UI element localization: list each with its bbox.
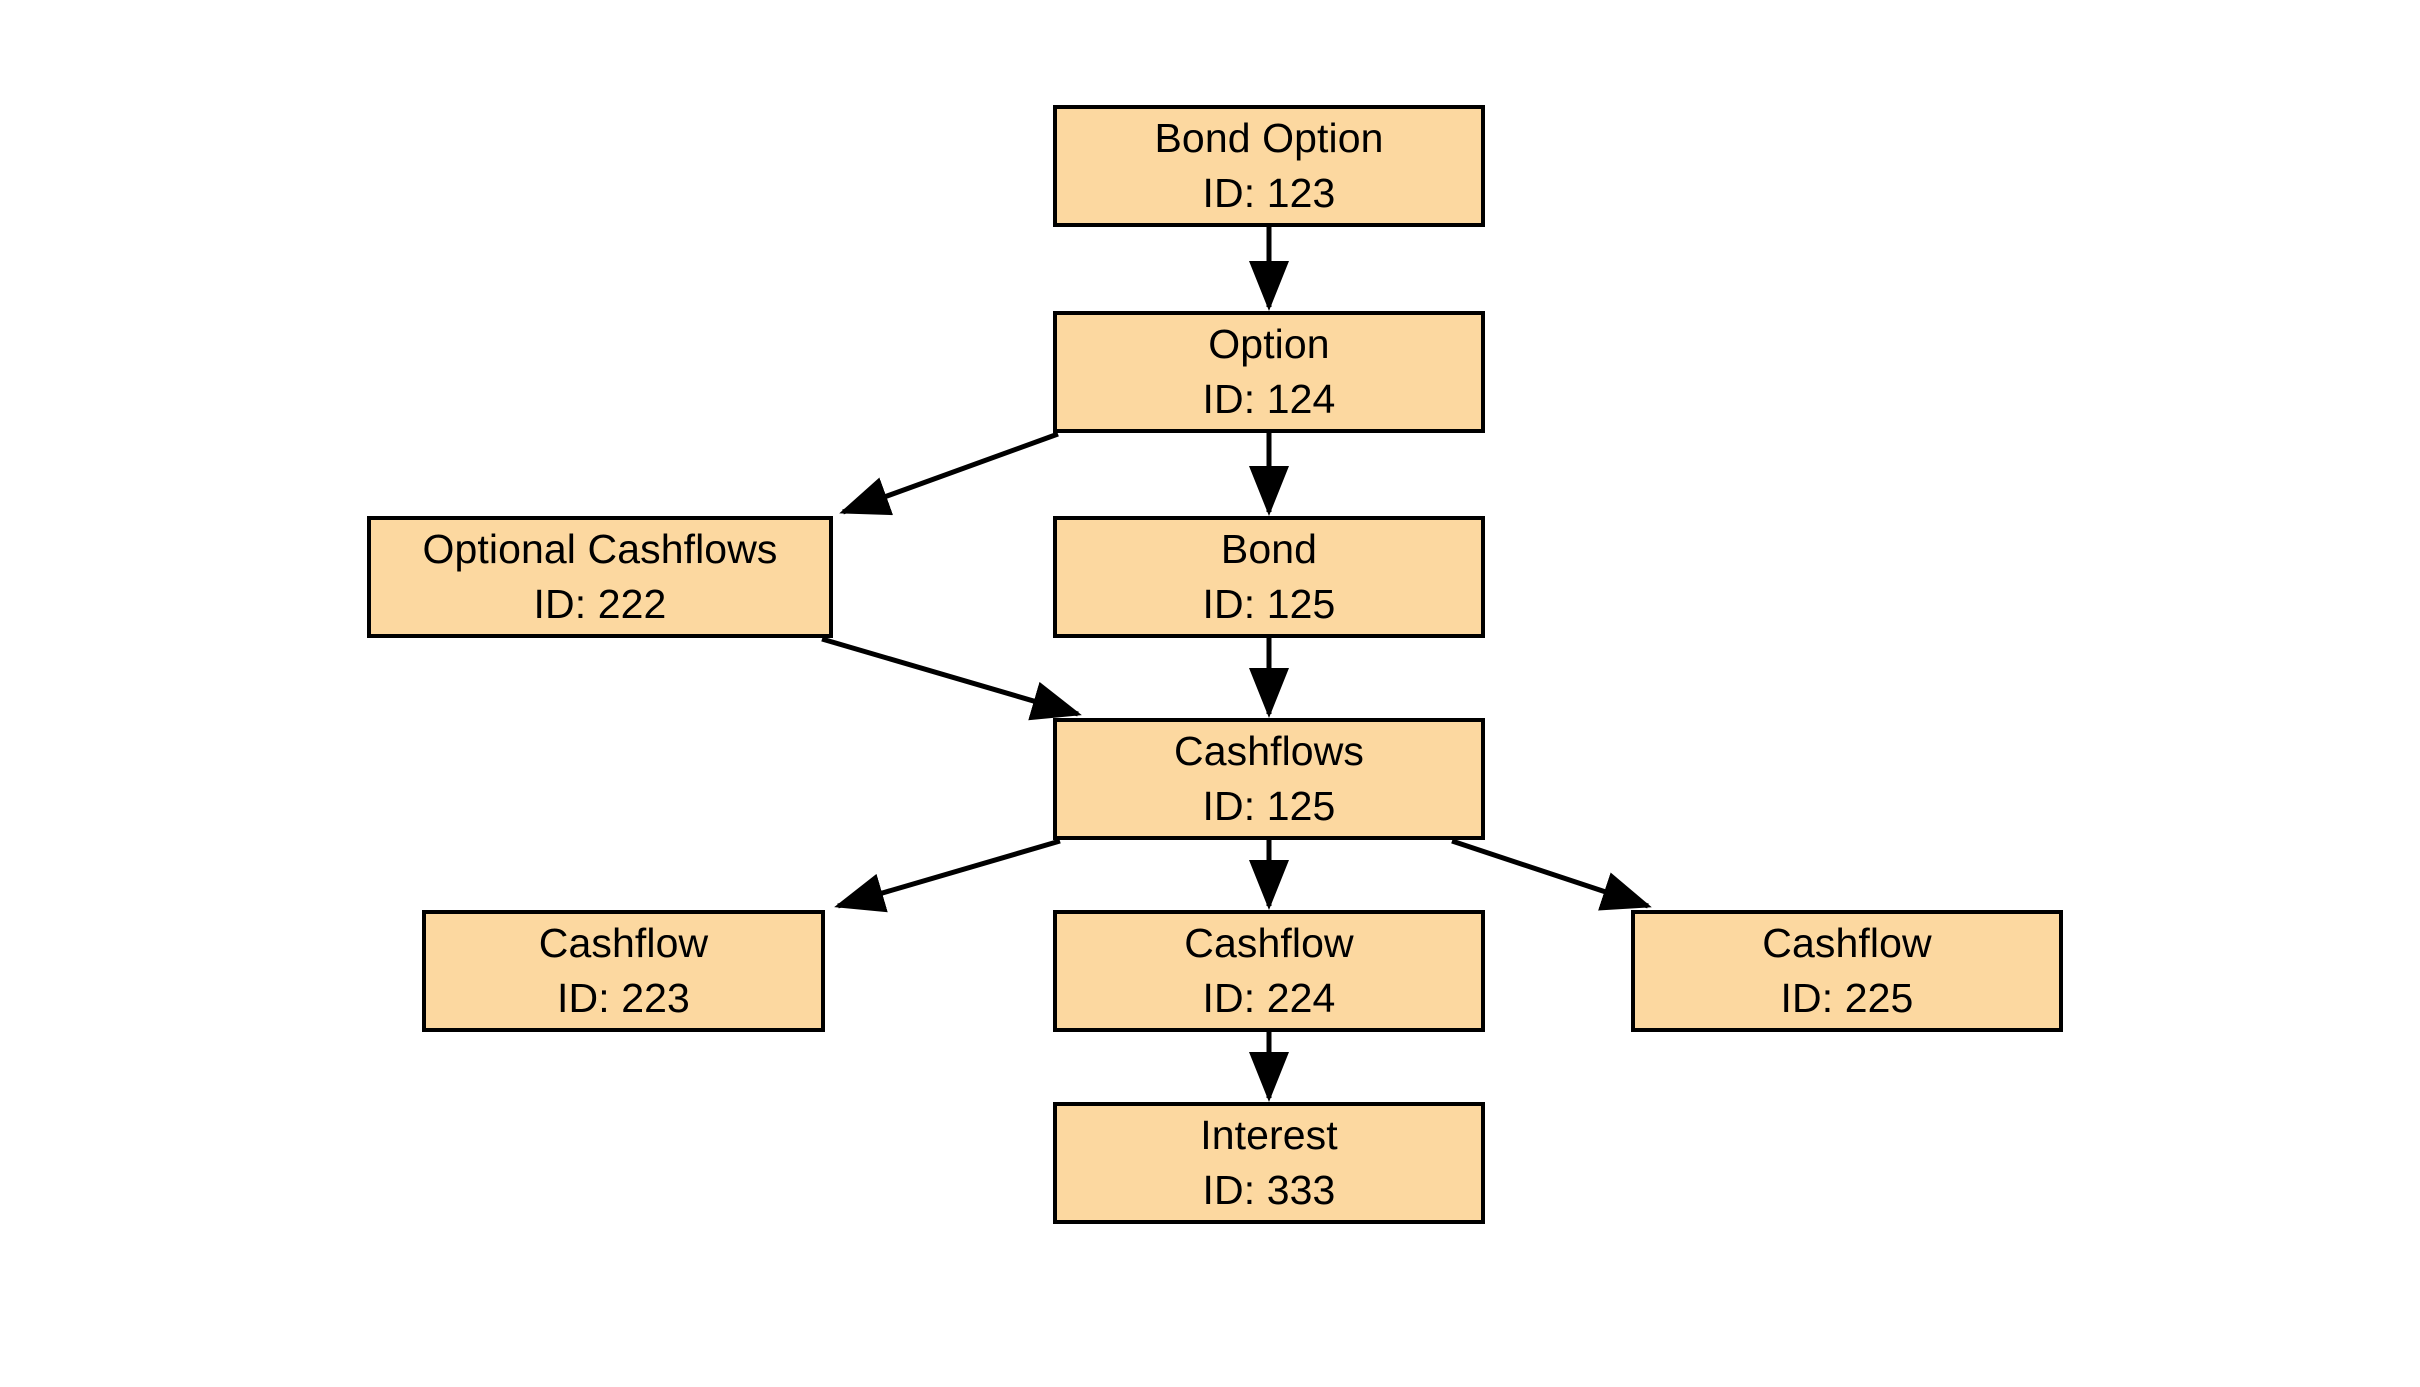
node-cashflow-223[interactable]: Cashflow ID: 223	[422, 910, 825, 1032]
edge-cashflows_125-to-cashflow_225	[1451, 838, 1652, 911]
node-id-label: ID: 125	[1202, 581, 1336, 627]
node-optional-cashflows-222[interactable]: Optional Cashflows ID: 222	[367, 516, 833, 638]
node-title: Interest	[1200, 1111, 1338, 1158]
edge-optional_cashflows_222-to-cashflows_125	[821, 636, 1082, 721]
edge-cashflows_125-to-cashflow_223	[834, 838, 1061, 913]
node-title: Optional Cashflows	[422, 525, 778, 572]
edge-option_124-to-optional_cashflows_222	[839, 431, 1059, 516]
node-title: Bond	[1220, 525, 1318, 572]
node-title: Cashflows	[1173, 727, 1365, 774]
node-option-124[interactable]: Option ID: 124	[1053, 311, 1485, 433]
node-bond-125[interactable]: Bond ID: 125	[1053, 516, 1485, 638]
node-cashflow-224[interactable]: Cashflow ID: 224	[1053, 910, 1485, 1032]
node-id-label: ID: 124	[1202, 376, 1336, 422]
node-id-label: ID: 223	[557, 975, 690, 1021]
node-id-label: ID: 224	[1202, 975, 1336, 1021]
node-id-label: ID: 123	[1202, 170, 1336, 216]
node-title: Cashflow	[1762, 919, 1932, 966]
node-title: Option	[1208, 320, 1330, 367]
node-interest-333[interactable]: Interest ID: 333	[1053, 1102, 1485, 1224]
node-title: Bond Option	[1154, 114, 1384, 161]
node-cashflow-225[interactable]: Cashflow ID: 225	[1631, 910, 2063, 1032]
node-id-label: ID: 222	[533, 581, 667, 627]
node-title: Cashflow	[1184, 919, 1354, 966]
node-cashflows-125[interactable]: Cashflows ID: 125	[1053, 718, 1485, 840]
node-bond-option-123[interactable]: Bond Option ID: 123	[1053, 105, 1485, 227]
node-id-label: ID: 225	[1780, 975, 1914, 1021]
node-title: Cashflow	[538, 919, 709, 966]
node-id-label: ID: 333	[1202, 1167, 1336, 1213]
node-id-label: ID: 125	[1202, 783, 1336, 829]
